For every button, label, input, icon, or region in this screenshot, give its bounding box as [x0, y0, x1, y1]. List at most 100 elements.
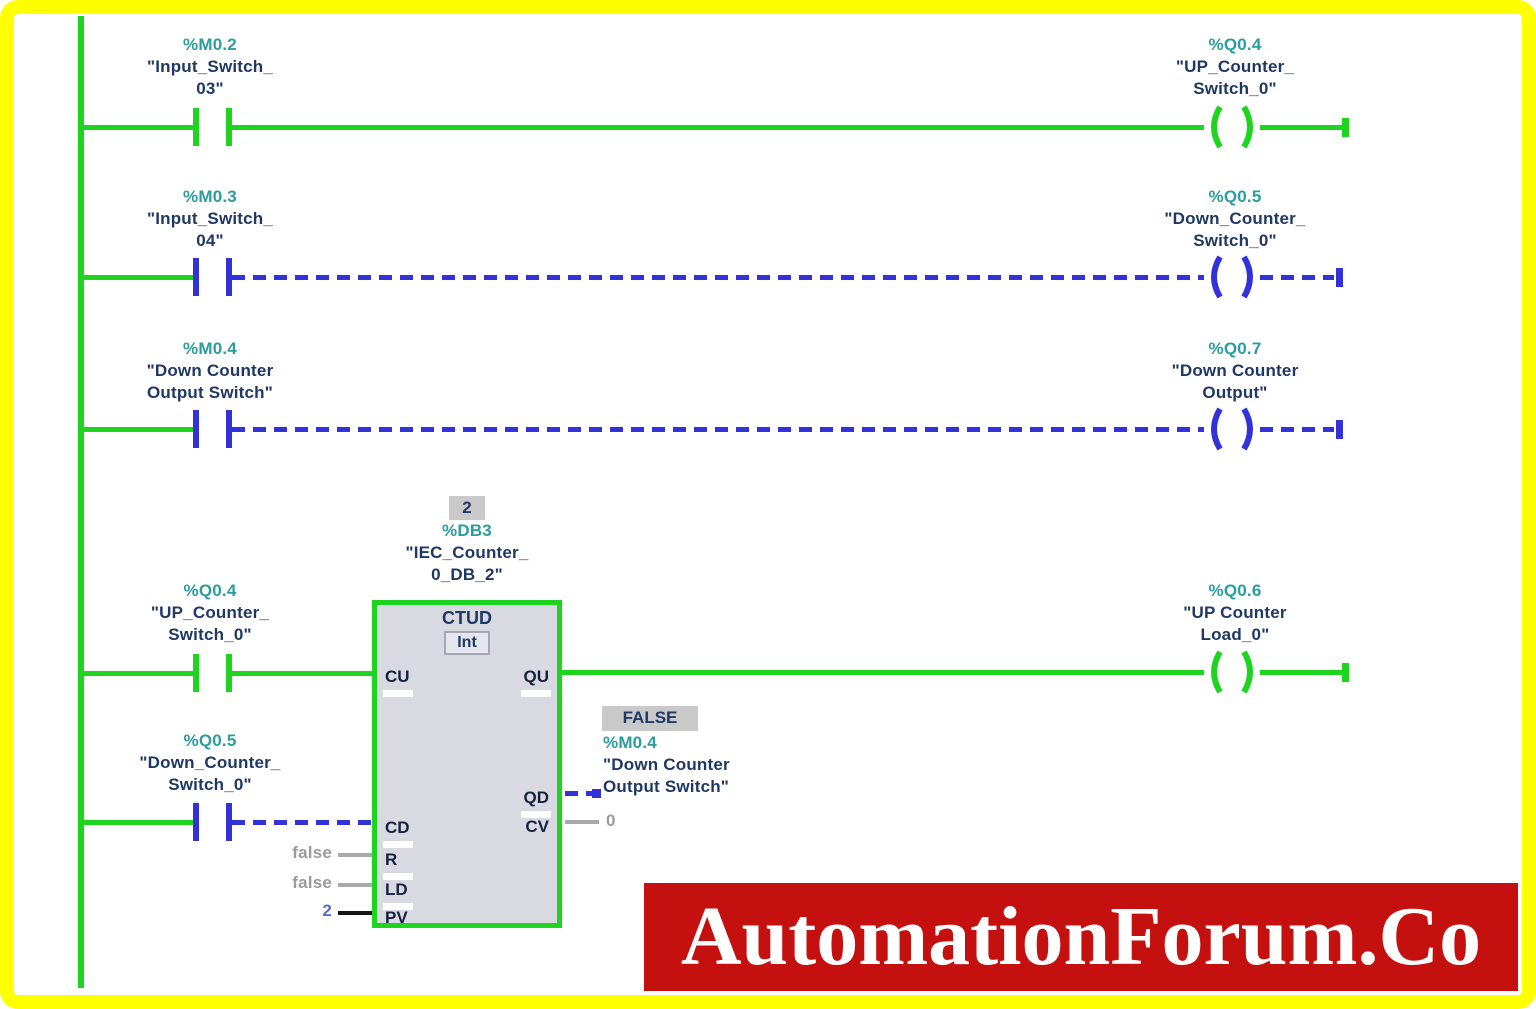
operand-address: %M0.2	[183, 35, 237, 54]
contact-bar	[193, 803, 199, 841]
contact-bar	[226, 108, 232, 146]
cv-wire	[565, 820, 599, 824]
pv-wire	[338, 911, 372, 915]
pin-underline	[383, 903, 413, 910]
rung2-contact-operand[interactable]: %M0.3 "Input_Switch_ 04"	[100, 186, 320, 252]
rung3-end-tick	[1336, 420, 1343, 439]
pin-pv[interactable]: PV	[385, 908, 408, 927]
cu-no-contact-icon[interactable]	[193, 654, 232, 692]
pin-underline	[521, 690, 551, 697]
watermark-text: AutomationForum.Co	[680, 890, 1482, 983]
operand-address: %Q0.5	[183, 731, 237, 750]
qu-coil-operand[interactable]: %Q0.6 "UP Counter Load_0"	[1125, 580, 1345, 646]
pin-qd[interactable]: QD	[523, 788, 550, 807]
ctud-counter-block[interactable]: CTUD Int CU QU QD CV CD R LD PV	[372, 600, 562, 928]
qd-end-tick	[592, 789, 601, 798]
rung3-coil-operand[interactable]: %Q0.7 "Down Counter Output"	[1125, 338, 1345, 404]
ld-input-value[interactable]: false	[292, 873, 332, 892]
rung1-wire	[1260, 125, 1342, 130]
operand-address: %Q0.4	[183, 581, 237, 600]
r-wire	[338, 853, 372, 857]
pin-cd[interactable]: CD	[385, 818, 410, 837]
operand-name: Switch_0"	[1193, 79, 1277, 98]
block-datatype-selector[interactable]: Int	[444, 631, 490, 655]
cd-no-contact-icon[interactable]	[193, 803, 232, 841]
operand-name: 04"	[196, 231, 224, 250]
operand-name: "Input_Switch_	[146, 209, 274, 228]
operand-name: Switch_0"	[1193, 231, 1277, 250]
rung1-contact-operand[interactable]: %M0.2 "Input_Switch_ 03"	[100, 34, 320, 100]
ld-wire	[338, 883, 372, 887]
qd-target-operand[interactable]: %M0.4 "Down Counter Output Switch"	[603, 732, 813, 798]
operand-name: "Down_Counter_	[139, 753, 281, 772]
rung2-wire-dashed	[232, 275, 1204, 280]
operand-name: "Input_Switch_	[146, 57, 274, 76]
rung3-no-contact-icon[interactable]	[193, 410, 232, 448]
pin-cu[interactable]: CU	[385, 667, 410, 686]
operand-name: "Down_Counter_	[1164, 209, 1306, 228]
cd-wire-dashed	[232, 820, 372, 825]
db-name: "IEC_Counter_	[405, 543, 529, 562]
db-name: 0_DB_2"	[431, 565, 503, 584]
qd-wire-dashed	[565, 791, 593, 796]
operand-name: "Down Counter	[146, 361, 274, 380]
contact-bar	[193, 654, 199, 692]
rung2-wire	[84, 275, 193, 280]
db-operand[interactable]: %DB3 "IEC_Counter_ 0_DB_2"	[347, 520, 587, 586]
rung3-wire-dashed	[232, 427, 1204, 432]
rung3-contact-operand[interactable]: %M0.4 "Down Counter Output Switch"	[100, 338, 320, 404]
operand-name: 03"	[196, 79, 224, 98]
operand-name: "Down Counter	[603, 755, 730, 774]
cv-output-value[interactable]: 0	[606, 811, 616, 830]
rung2-no-contact-icon[interactable]	[193, 258, 232, 296]
block-type-label: CTUD	[442, 608, 492, 628]
operand-name: Output"	[1202, 383, 1268, 402]
pin-underline	[521, 811, 551, 818]
rung3-coil-icon[interactable]	[1204, 407, 1260, 451]
qd-state-box: FALSE	[602, 706, 698, 731]
rung1-coil-icon[interactable]	[1204, 105, 1260, 149]
cd-wire	[84, 820, 193, 825]
rung2-coil-icon[interactable]	[1204, 255, 1260, 299]
operand-name: "Down Counter	[1171, 361, 1299, 380]
operand-address: %Q0.5	[1208, 187, 1262, 206]
watermark-banner: AutomationForum.Co	[644, 883, 1518, 991]
operand-address: %M0.3	[183, 187, 237, 206]
rung3-wire-dashed	[1260, 427, 1334, 432]
qu-coil-icon[interactable]	[1204, 650, 1260, 694]
rung1-coil-operand[interactable]: %Q0.4 "UP_Counter_ Switch_0"	[1125, 34, 1345, 100]
rung1-wire	[232, 125, 1204, 130]
pin-underline	[383, 841, 413, 848]
contact-bar	[226, 410, 232, 448]
rung2-coil-operand[interactable]: %Q0.5 "Down_Counter_ Switch_0"	[1125, 186, 1345, 252]
pv-input-value[interactable]: 2	[322, 901, 332, 920]
operand-name: "UP_Counter_	[150, 603, 270, 622]
cd-contact-operand[interactable]: %Q0.5 "Down_Counter_ Switch_0"	[100, 730, 320, 796]
contact-bar	[226, 654, 232, 692]
operand-address: %Q0.4	[1208, 35, 1262, 54]
rung2-wire-dashed	[1260, 275, 1334, 280]
pin-ld[interactable]: LD	[385, 880, 408, 899]
qu-wire	[562, 670, 1204, 675]
r-input-value[interactable]: false	[292, 843, 332, 862]
operand-name: Switch_0"	[168, 625, 252, 644]
qu-wire	[1260, 670, 1342, 675]
rung1-no-contact-icon[interactable]	[193, 108, 232, 146]
cu-wire	[84, 671, 193, 676]
contact-bar	[226, 803, 232, 841]
operand-name: "UP Counter	[1183, 603, 1287, 622]
pin-r[interactable]: R	[385, 850, 398, 869]
pin-cv[interactable]: CV	[525, 817, 549, 836]
pin-underline	[383, 873, 413, 880]
contact-bar	[226, 258, 232, 296]
cu-wire	[232, 671, 372, 676]
rung1-wire	[84, 125, 193, 130]
pin-qu[interactable]: QU	[523, 667, 550, 686]
pin-underline	[383, 690, 413, 697]
db-address: %DB3	[442, 521, 492, 540]
operand-name: Switch_0"	[168, 775, 252, 794]
cu-contact-operand[interactable]: %Q0.4 "UP_Counter_ Switch_0"	[100, 580, 320, 646]
operand-address: %Q0.6	[1208, 581, 1262, 600]
operand-name: "UP_Counter_	[1175, 57, 1295, 76]
